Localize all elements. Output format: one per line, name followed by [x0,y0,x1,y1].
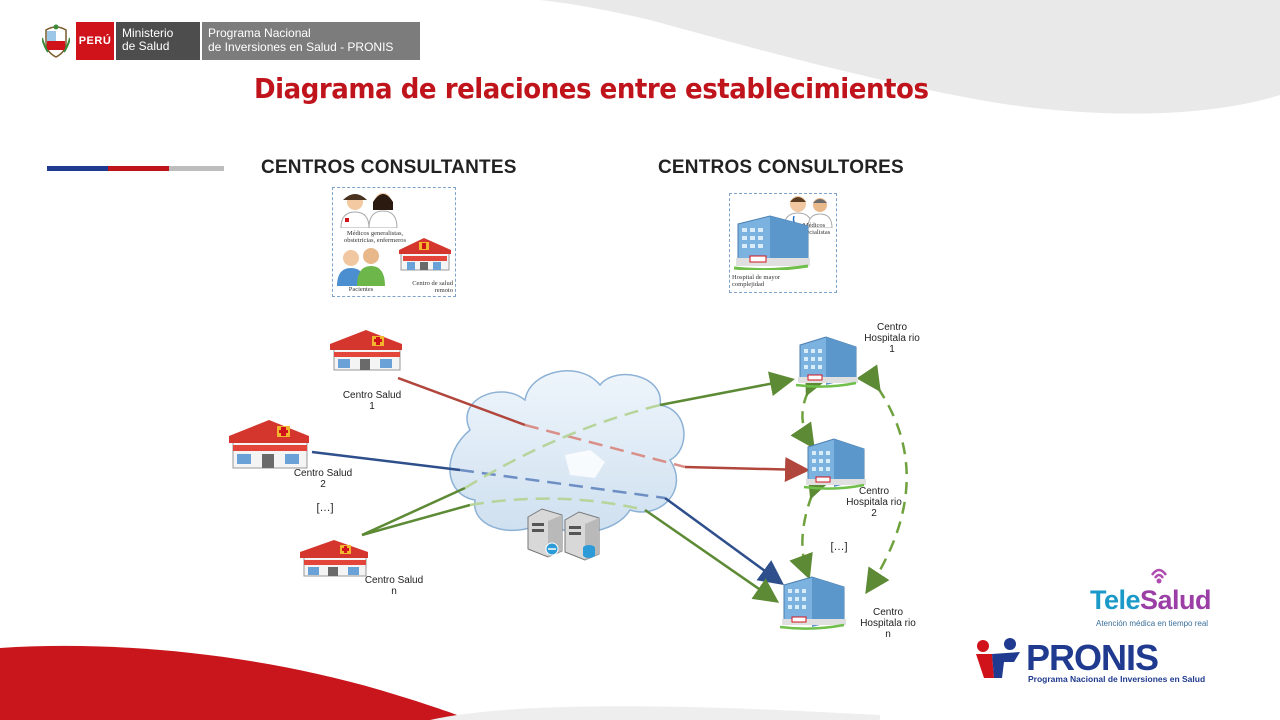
link-blue-cloud [459,468,666,500]
page-title: Diagrama de relaciones entre establecimi… [254,72,929,105]
centro-hospitalario-n-line1: Centro [872,607,903,618]
centro-hospitalario-2-line2: Hospitala rio [846,497,902,508]
consultores-heading: CENTROS CONSULTORES [658,157,904,178]
link-green-out-1 [659,371,795,407]
programa-line1: Programa Nacional [208,26,311,40]
ministerio-line1: Ministerio [122,26,174,40]
ministerio-line2: de Salud [122,39,170,53]
centro-salud-2-label: Centro Salud 2 [283,468,363,490]
patients-icon [337,248,385,286]
link-green-cloud-2 [469,497,646,512]
centro-salud-2-line2: 2 [320,479,326,490]
staff-caption: Médicos generalistas, obstetricias, enfe… [343,230,407,244]
hospital-icon-1 [795,336,858,388]
pronis-emblem-icon [976,638,1020,678]
specialists-caption: Médicos especialistas [797,222,831,236]
health-center-icon-1 [330,330,402,371]
telesalud-salud: Salud [1140,585,1212,615]
programa-line2: de Inversiones en Salud - PRONIS [208,40,394,54]
hospital-link-2-n [789,471,831,580]
centro-salud-1-label: Centro Salud 1 [332,390,412,412]
server-icon-2 [564,511,600,561]
centro-salud-n-line1: Centro Salud [364,575,424,586]
consultantes-heading: CENTROS CONSULTANTES [261,157,517,178]
doctors-icon [340,193,398,228]
health-center-icon-n [300,540,368,577]
centro-hospitalario-1-label: Centro Hospitala rio 1 [852,322,932,355]
pronis-tagline: Programa Nacional de Inversiones en Salu… [1028,674,1206,684]
accent-bar [47,166,224,171]
link-green-in-2 [361,486,466,537]
programa-label: Programa Nacional de Inversiones en Salu… [202,22,420,60]
centro-hospitalario-1-line3: 1 [889,344,895,355]
telesalud-tagline: Atención médica en tiempo real [1096,619,1209,628]
centro-salud-1-line2: 1 [369,401,375,412]
link-blue-out [664,496,785,585]
telesalud-logo: TeleSalud Atención médica en tiempo real [1090,568,1230,633]
accent-bar-red [108,166,169,171]
hospital-caption: Hospital de mayor complejidad [732,274,781,288]
centro-hospitalario-n-line2: Hospitala rio [860,618,916,629]
accent-bar-gray [169,166,224,171]
link-red-out [684,457,810,482]
centro-salud-2-line1: Centro Salud [293,468,353,479]
specialists-icon [783,196,833,228]
centro-hospitalario-n-line3: n [885,629,891,640]
link-blue-in [311,450,461,472]
hospital-icon-n [779,576,846,630]
centro-salud-1-line1: Centro Salud [342,390,402,401]
centro-salud-n-label: Centro Salud n [354,575,434,597]
patients-caption: Pacientes [348,286,374,293]
left-ellipsis: […] [316,502,334,514]
peru-badge: PERÚ [76,22,114,60]
hospital-icon-2 [803,438,866,490]
link-green-cloud-1 [464,403,661,490]
centro-hospitalario-n-label: Centro Hospitala rio n [848,607,928,640]
pronis-word: PRONIS [1026,637,1159,678]
remote-center-caption: Centro de salud remoto [412,280,453,294]
pronis-logo: PRONIS Programa Nacional de Inversiones … [974,638,1229,686]
centro-salud-n-line2: n [391,586,397,597]
link-green-out-2 [644,508,780,603]
server-icon-1 [527,508,563,558]
hospital-icon [733,215,810,270]
hospital-link-1-n [856,364,908,595]
signal-icon [1150,568,1168,584]
centro-hospitalario-2-line1: Centro [858,486,889,497]
telesalud-tele: Tele [1090,585,1141,615]
consultantes-legend-box: Médicos generalistas, obstetricias, enfe… [332,187,456,297]
hospital-link-1-2 [790,368,828,450]
remote-center-icon [399,238,451,271]
health-center-icon-2 [229,420,309,469]
link-red-in [397,376,526,427]
ministerio-logo-strip: PERÚ Ministerio de Salud Programa Nacion… [40,22,420,60]
network-cloud [449,370,685,533]
consultores-legend-box: Médicos especialistas Hospital de mayor … [729,193,837,293]
accent-bar-blue [47,166,108,171]
coat-of-arms-icon [40,22,72,60]
centro-hospitalario-1-line2: Hospitala rio [864,333,920,344]
link-green-in-1 [361,503,471,537]
ministerio-label: Ministerio de Salud [116,22,200,60]
centro-hospitalario-2-line3: 2 [871,508,877,519]
centro-hospitalario-1-line1: Centro [876,322,907,333]
right-ellipsis: […] [830,541,848,553]
centro-hospitalario-2-label: Centro Hospitala rio 2 [834,486,914,519]
link-red-cloud [524,423,686,469]
